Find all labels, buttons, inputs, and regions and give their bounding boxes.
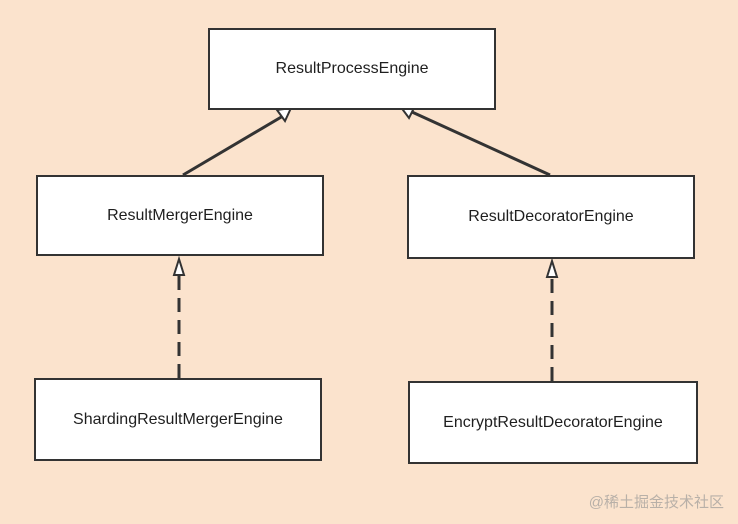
watermark: @稀土掘金技术社区 bbox=[588, 494, 724, 511]
node-result-process-engine: ResultProcessEngine bbox=[208, 28, 496, 110]
node-result-merger-engine: ResultMergerEngine bbox=[36, 175, 324, 256]
node-label: ResultMergerEngine bbox=[107, 206, 253, 224]
node-label: ResultDecoratorEngine bbox=[468, 208, 634, 225]
edge-decorator-to-process bbox=[398, 105, 551, 177]
node-result-decorator-engine: ResultDecoratorEngine bbox=[407, 175, 695, 259]
node-label: EncryptResultDecoratorEngine bbox=[443, 413, 663, 431]
node-label: ShardingResultMergerEngine bbox=[73, 410, 283, 428]
node-encrypt-result-decorator-engine: EncryptResultDecoratorEngine bbox=[408, 381, 698, 464]
edge-merger-to-process bbox=[182, 106, 293, 177]
node-sharding-result-merger-engine: ShardingResultMergerEngine bbox=[34, 378, 322, 461]
node-label: ResultProcessEngine bbox=[275, 60, 429, 77]
edge-sharding-to-merger bbox=[172, 255, 186, 378]
edge-encrypt-to-decorator bbox=[545, 257, 559, 381]
